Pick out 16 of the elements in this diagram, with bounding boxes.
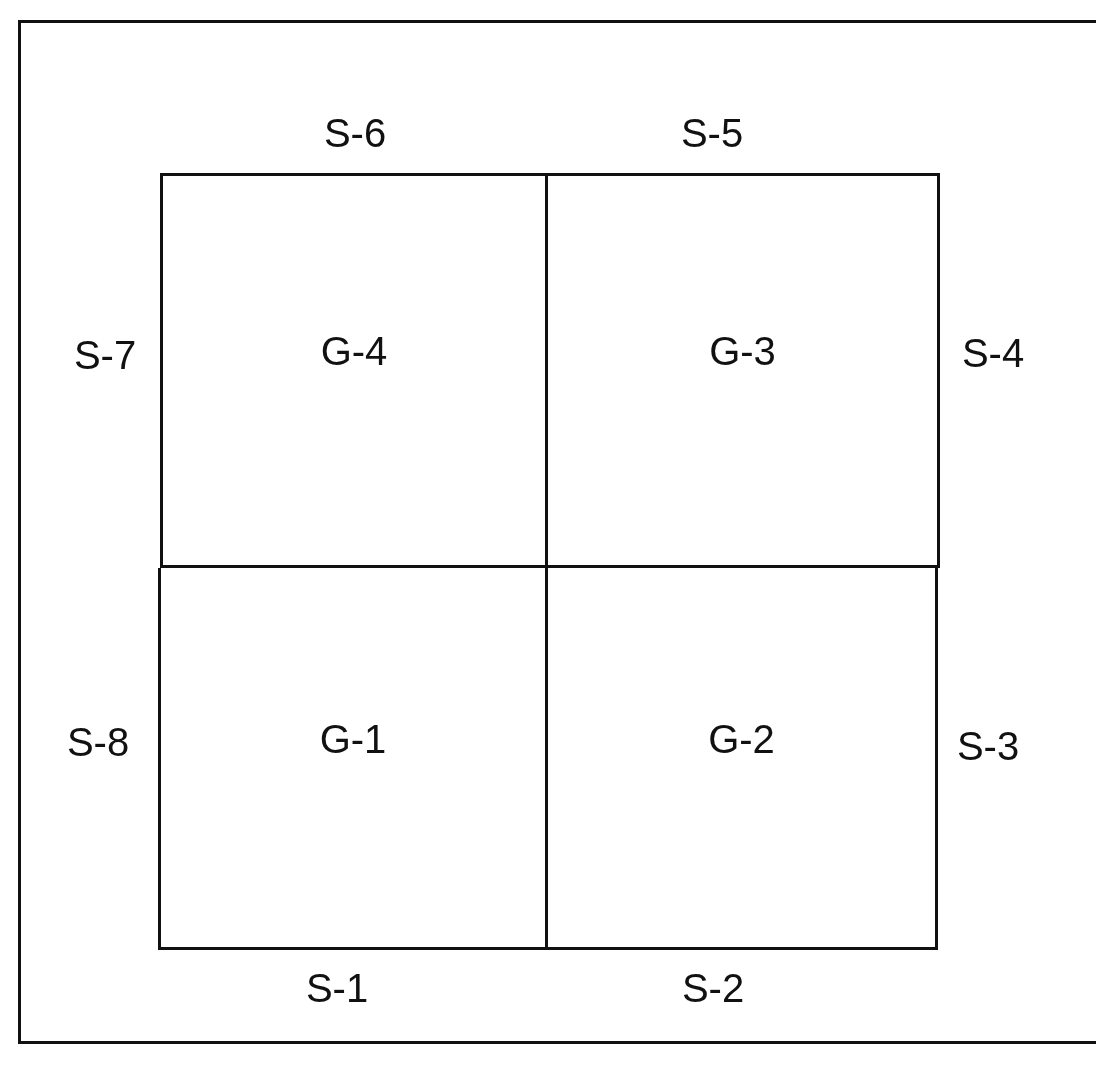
- region-label: G-4: [320, 328, 388, 374]
- region-label: G-1: [319, 716, 387, 762]
- side-label: S-5: [680, 110, 744, 156]
- side-label: S-7: [73, 332, 137, 378]
- side-label: S-3: [956, 723, 1020, 769]
- region-label: G-2: [708, 716, 775, 762]
- side-label: S-2: [681, 965, 745, 1011]
- side-label: S-1: [305, 965, 369, 1011]
- grid-square: [548, 568, 938, 950]
- region-label: G-3: [709, 328, 776, 374]
- side-label: S-6: [323, 110, 387, 156]
- side-label: S-8: [66, 719, 130, 765]
- grid-square: [160, 173, 548, 568]
- grid-square: [548, 173, 940, 568]
- side-label: S-4: [961, 330, 1025, 376]
- grid-square: [158, 568, 548, 950]
